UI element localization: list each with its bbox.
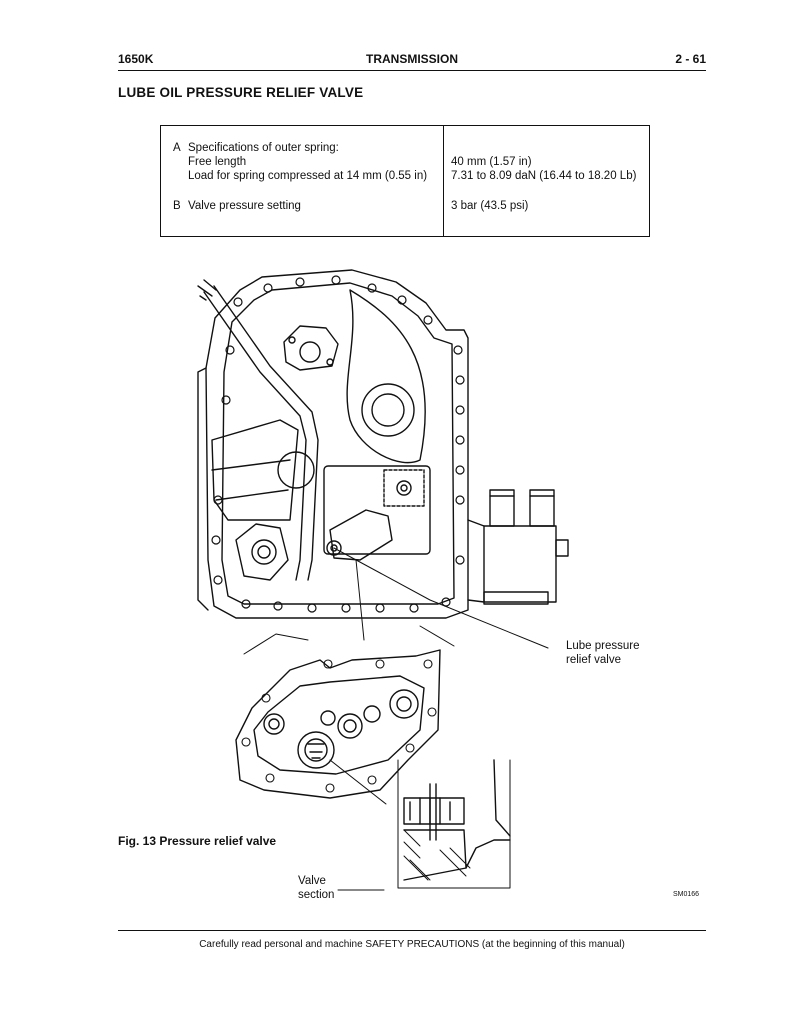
housing-inner-outline [221, 282, 455, 605]
detail-plate-outline [235, 649, 441, 799]
housing-side-flange [197, 367, 209, 611]
filter-body [211, 419, 299, 521]
callout-valve-section: Valve section [298, 875, 335, 901]
callout-relief-valve: Lube pressure relief valve [566, 640, 640, 666]
free-length-value: 40 mm (1.57 in) [451, 156, 532, 168]
row-a-letter: A [173, 142, 181, 154]
relief-valve-plug [326, 540, 342, 556]
section-title: TRANSMISSION [365, 52, 458, 66]
valve-cover-plate [323, 465, 431, 555]
page-header: 1650K TRANSMISSION 2 - 61 [118, 52, 706, 70]
model-number: 1650K [118, 52, 154, 66]
zoom-break-right [419, 625, 455, 647]
page-title: LUBE OIL PRESSURE RELIEF VALVE [118, 85, 364, 100]
section-view-frame [397, 759, 511, 889]
upper-flange [283, 325, 339, 371]
row-a-label: Specifications of outer spring: [188, 142, 339, 154]
gear-cover-curve [346, 289, 426, 464]
lower-port [235, 523, 289, 581]
dipstick-handle [197, 279, 217, 301]
zoom-break-left [243, 633, 309, 655]
row-b-letter: B [173, 200, 181, 212]
footer-note: Carefully read personal and machine SAFE… [199, 939, 625, 950]
detail-relief-valve [297, 731, 335, 769]
row-b-label: Valve pressure setting [188, 200, 301, 212]
footer-rule [118, 930, 706, 931]
section-hatching [403, 829, 471, 881]
load-value: 7.31 to 8.09 daN (16.44 to 18.20 Lb) [451, 170, 637, 182]
spec-table: A Specifications of outer spring: Free l… [160, 125, 650, 237]
row-b-value: 3 bar (43.5 psi) [451, 200, 529, 212]
detail-leader-line [355, 559, 365, 641]
solenoid-block [483, 525, 557, 603]
housing-outline [205, 269, 469, 619]
spec-table-divider [443, 126, 444, 236]
load-label: Load for spring compressed at 14 mm (0.5… [188, 170, 428, 182]
drawing-code: SM0166 [673, 891, 700, 898]
figure-caption: Fig. 13 Pressure relief valve [118, 834, 277, 848]
perimeter-bolts [211, 275, 465, 613]
page-number: 2 - 61 [675, 52, 706, 66]
valve-section-leader [329, 759, 387, 891]
dipstick-tube [203, 285, 319, 581]
detail-bolts [241, 659, 437, 793]
callout-leader-relief-valve [333, 547, 549, 649]
free-length-label: Free length [188, 156, 247, 168]
section-valve-body [403, 797, 465, 825]
header-rule [118, 70, 706, 71]
